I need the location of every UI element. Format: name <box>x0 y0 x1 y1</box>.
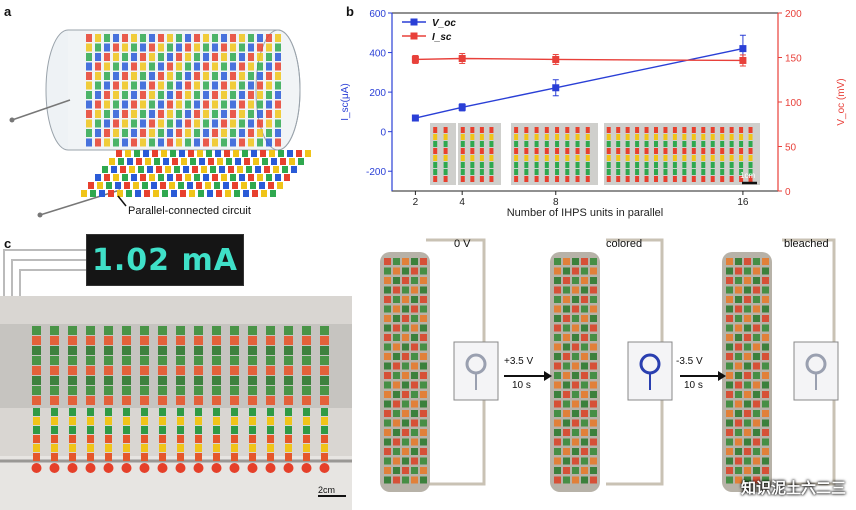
wire-left <box>11 99 71 121</box>
electrochromic-display-2 <box>627 341 673 401</box>
inset-photo-3 <box>511 123 598 185</box>
series-line-v_oc <box>415 47 744 119</box>
left-y-tick-label: 0 <box>380 128 386 139</box>
right-y-tick-label: 50 <box>785 143 797 154</box>
arrow1-time: 10 s <box>512 380 531 391</box>
series-line-i_sc <box>415 57 743 62</box>
data-point-i_sc <box>739 56 747 64</box>
state-label-colored: colored <box>606 238 643 250</box>
x-tick-label: 16 <box>737 197 749 208</box>
data-point-v_oc <box>411 114 419 122</box>
legend: V_ocI_sc <box>402 18 456 43</box>
x-tick-label: 8 <box>553 197 559 208</box>
right-y-tick-label: 100 <box>785 98 802 109</box>
left-y-tick-label: 400 <box>369 49 386 60</box>
data-point-i_sc <box>458 54 466 62</box>
panel-label-c: c <box>4 236 12 251</box>
legend-label-i_sc: I_sc <box>432 32 452 43</box>
data-point-i_sc <box>552 55 560 63</box>
right-y-tick-label: 200 <box>785 9 802 20</box>
watermark: 知识泥土六二三 <box>740 479 846 497</box>
panel-d-photo <box>364 234 856 510</box>
state-label-0v: 0 V <box>454 238 471 250</box>
x-tick-label: 4 <box>459 197 465 208</box>
panel-a-caption: Parallel-connected circuit <box>128 205 251 217</box>
right-y-tick-label: 0 <box>785 187 791 198</box>
right-y-tick-label: 150 <box>785 54 802 65</box>
left-y-tick-label: 200 <box>369 88 386 99</box>
data-point-i_sc <box>411 55 419 63</box>
arrow2-voltage: -3.5 V <box>676 356 703 367</box>
inset-scale-bar-label: 1cm <box>740 171 755 180</box>
colored-fiber-stripes <box>81 34 311 197</box>
left-axis-label: I_sc(μA) <box>340 83 351 120</box>
arrow2-time: 10 s <box>684 380 703 391</box>
electrochromic-display-1 <box>453 341 499 401</box>
state-label-bleached: bleached <box>784 238 829 250</box>
arrow1-voltage: +3.5 V <box>504 356 534 367</box>
parallel-fiber-units <box>31 326 330 473</box>
voc-isc-chart: 2 4 8 16 -200 0 200 400 600 0 50 100 150 200 V_ocI_sc… <box>340 9 847 219</box>
data-point-v_oc <box>739 45 747 53</box>
data-point-v_oc <box>552 84 560 92</box>
inset-photos <box>430 123 760 185</box>
panel-label-a: a <box>4 4 12 19</box>
scale-bar-c-label: 2cm <box>318 485 335 495</box>
panel-a-device-illustration <box>9 29 311 218</box>
legend-label-v_oc: V_oc <box>432 18 456 29</box>
panel-c-photo: 2cm <box>0 296 352 510</box>
left-y-tick-label: -200 <box>366 167 386 178</box>
panel-label-b: b <box>346 4 354 19</box>
x-axis-label: Number of IHPS units in parallel <box>507 207 664 219</box>
data-point-v_oc <box>458 103 466 111</box>
electrochromic-display-3 <box>793 341 839 401</box>
right-axis-label: V_oc (mV) <box>836 78 847 125</box>
x-tick-label: 2 <box>413 197 419 208</box>
current-meter-display: 1.02 mA <box>86 234 244 286</box>
left-y-tick-label: 600 <box>369 9 386 20</box>
inset-photo-2 <box>458 123 501 185</box>
inset-photo-4 <box>604 123 760 185</box>
